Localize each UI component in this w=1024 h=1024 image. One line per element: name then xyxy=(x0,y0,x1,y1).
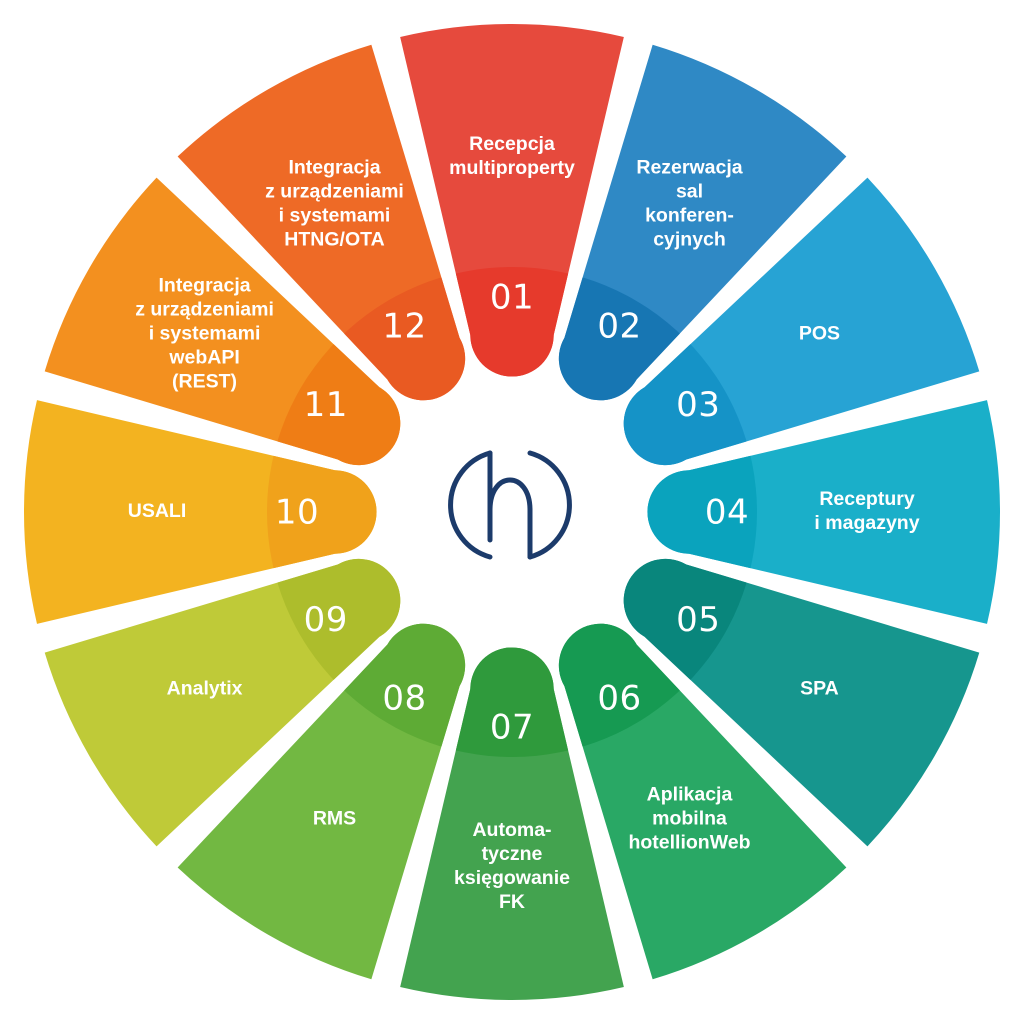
segment-10: 10 USALI xyxy=(23,400,377,624)
segment-shape xyxy=(647,400,1000,624)
segment-label-line: Analytix xyxy=(167,678,243,700)
segment-label-line: i systemami xyxy=(279,205,391,227)
logo-right-arc xyxy=(527,450,572,560)
segment-number: 04 xyxy=(705,493,749,533)
segment-label: Analytix xyxy=(167,678,243,700)
segment-label-line: HTNG/OTA xyxy=(284,229,384,251)
segment-number: 06 xyxy=(597,679,641,719)
segment-label: USALI xyxy=(128,500,187,522)
segment-label-line: RMS xyxy=(313,808,356,830)
segment-label-line: Recepcja xyxy=(469,133,555,155)
segment-label-line: POS xyxy=(799,323,840,345)
segment-label-line: mobilna xyxy=(652,808,727,830)
segment-shape xyxy=(23,400,377,624)
segment-label-line: i systemami xyxy=(149,323,261,345)
logo-left-arc xyxy=(448,450,493,560)
segment-number: 01 xyxy=(490,278,534,318)
segment-label-line: Aplikacja xyxy=(647,784,733,806)
segment-label-line: USALI xyxy=(128,500,187,522)
segment-number: 05 xyxy=(676,600,720,640)
segment-label-line: hotellionWeb xyxy=(628,832,750,854)
segment-label-line: Automa- xyxy=(472,819,551,841)
segment-label-line: Rezerwacja xyxy=(636,157,742,179)
segment-label-line: webAPI xyxy=(168,347,239,369)
segment-label-line: i magazyny xyxy=(814,512,919,534)
segment-label: SPA xyxy=(800,678,839,700)
segment-shape xyxy=(400,647,624,1000)
segment-label-line: tyczne xyxy=(482,843,543,865)
segment-number: 11 xyxy=(304,385,348,425)
segment-number: 09 xyxy=(304,600,348,640)
segment-label: RMS xyxy=(313,808,356,830)
segment-number: 02 xyxy=(597,306,641,346)
segment-label-line: konferen- xyxy=(645,205,734,227)
segment-label-line: Receptury xyxy=(819,488,915,510)
segment-number: 08 xyxy=(382,679,426,719)
segment-shape xyxy=(400,23,624,377)
segment-label-line: z urządzeniami xyxy=(265,181,404,203)
segment-label-line: FK xyxy=(499,891,525,913)
segment-number: 12 xyxy=(382,306,426,346)
segment-label-line: SPA xyxy=(800,678,839,700)
segment-label-line: z urządzeniami xyxy=(135,299,274,321)
hotellion-h-logo-icon xyxy=(448,450,572,560)
segment-label-line: Integracja xyxy=(158,275,250,297)
segment-label-line: księgowanie xyxy=(454,867,570,889)
segment-label: POS xyxy=(799,323,840,345)
segment-number: 03 xyxy=(676,385,720,425)
logo-h-stroke xyxy=(487,450,533,560)
segment-label-line: cyjnych xyxy=(653,229,726,251)
segment-number: 07 xyxy=(490,708,534,748)
segment-number: 10 xyxy=(275,493,319,533)
segment-label-line: sal xyxy=(676,181,703,203)
segment-label-line: Integracja xyxy=(288,157,380,179)
segment-label-line: multiproperty xyxy=(449,157,575,179)
segment-label-line: (REST) xyxy=(172,371,237,393)
